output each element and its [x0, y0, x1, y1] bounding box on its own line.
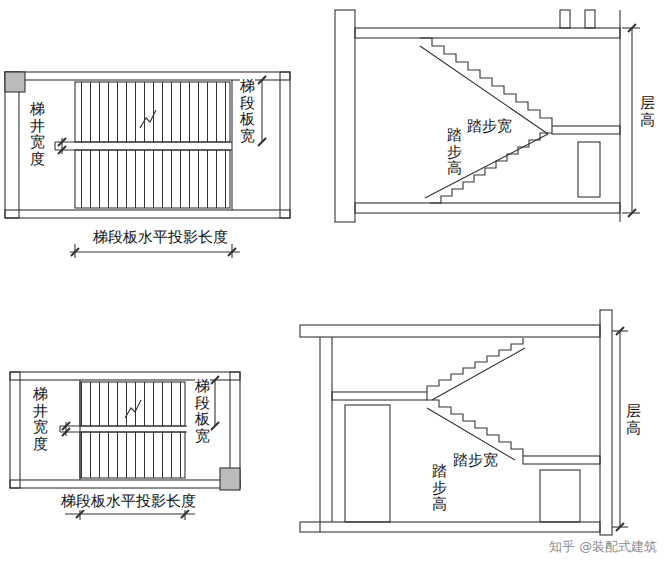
- stair-soffit: [425, 134, 548, 198]
- dimension-tick: [616, 327, 624, 531]
- wall: [600, 310, 612, 535]
- dimension-tick: [62, 422, 70, 436]
- handrail: [54, 142, 55, 150]
- break-line: [125, 400, 141, 418]
- dimension-line: [261, 80, 262, 142]
- well-width-label: 梯井宽度: [30, 100, 45, 168]
- stair-flight: [75, 150, 230, 208]
- storey-height-label: 层高: [640, 94, 655, 129]
- landing-slab: [523, 456, 600, 464]
- flight-length-label: 梯段板水平投影长度: [60, 493, 197, 510]
- stair-flight: [80, 382, 185, 426]
- wall: [331, 337, 332, 522]
- break-line: [140, 110, 156, 128]
- tread-width-label: 踏步宽: [452, 452, 499, 469]
- dimension-line: [65, 513, 195, 514]
- handrail: [60, 425, 187, 426]
- stair-steps: [427, 338, 523, 392]
- handrail: [60, 431, 187, 432]
- watermark-label: 知乎 @装配式建筑: [548, 540, 658, 555]
- dimension-line: [70, 251, 240, 252]
- wall: [10, 372, 20, 488]
- stair-plan-upper: [5, 72, 290, 258]
- floor-slab: [300, 522, 600, 532]
- stair-steps: [420, 38, 552, 126]
- parapet: [585, 10, 595, 28]
- floor-slab: [355, 203, 620, 213]
- flight-width-label: 梯段板宽: [195, 377, 210, 445]
- wall: [5, 72, 19, 218]
- handrail: [59, 426, 60, 432]
- column: [220, 468, 240, 490]
- dimension-tick: [258, 76, 266, 146]
- parapet: [560, 10, 570, 28]
- wall: [10, 480, 240, 488]
- dimension-tick: [76, 510, 189, 518]
- window: [578, 142, 600, 197]
- handrail: [55, 149, 232, 150]
- dimension-line: [631, 28, 632, 213]
- wall: [5, 210, 290, 218]
- tread-width-label: 踏步宽: [466, 118, 513, 135]
- dimension-line: [65, 422, 66, 436]
- stair-section-lower: [300, 310, 628, 535]
- landing-slab: [332, 392, 427, 400]
- stair-steps: [427, 400, 523, 456]
- dimension-line: [214, 380, 215, 426]
- stair-soffit: [432, 348, 525, 400]
- flight-width-label: 梯段板宽: [240, 77, 255, 145]
- window: [540, 470, 580, 522]
- door: [345, 405, 390, 522]
- dimension-tick: [628, 24, 636, 217]
- dimension-tick: [58, 138, 66, 154]
- landing-slab: [552, 126, 620, 134]
- wall: [319, 337, 320, 532]
- floor-slab: [300, 325, 600, 337]
- handrail: [55, 141, 232, 142]
- column: [5, 72, 25, 92]
- landing-edge: [231, 80, 232, 210]
- floor-slab: [355, 28, 620, 38]
- riser-height-label: 踏步高: [432, 462, 447, 514]
- dimension-line: [619, 331, 620, 527]
- well-width-label: 梯井宽度: [33, 385, 48, 453]
- stair-flight: [75, 82, 230, 142]
- stair-section-upper: [335, 10, 640, 222]
- wall: [280, 72, 290, 218]
- landing-edge: [79, 380, 80, 480]
- flight-length-label: 梯段板水平投影长度: [92, 229, 229, 246]
- dimension-tick: [211, 376, 219, 430]
- storey-height-label: 层高: [626, 402, 641, 437]
- dimension-tick: [71, 248, 236, 256]
- wall: [619, 10, 620, 222]
- riser-height-label: 踏步高: [447, 126, 462, 178]
- stair-plan-lower: [10, 372, 240, 520]
- stair-flight: [80, 432, 185, 478]
- wall: [335, 10, 355, 222]
